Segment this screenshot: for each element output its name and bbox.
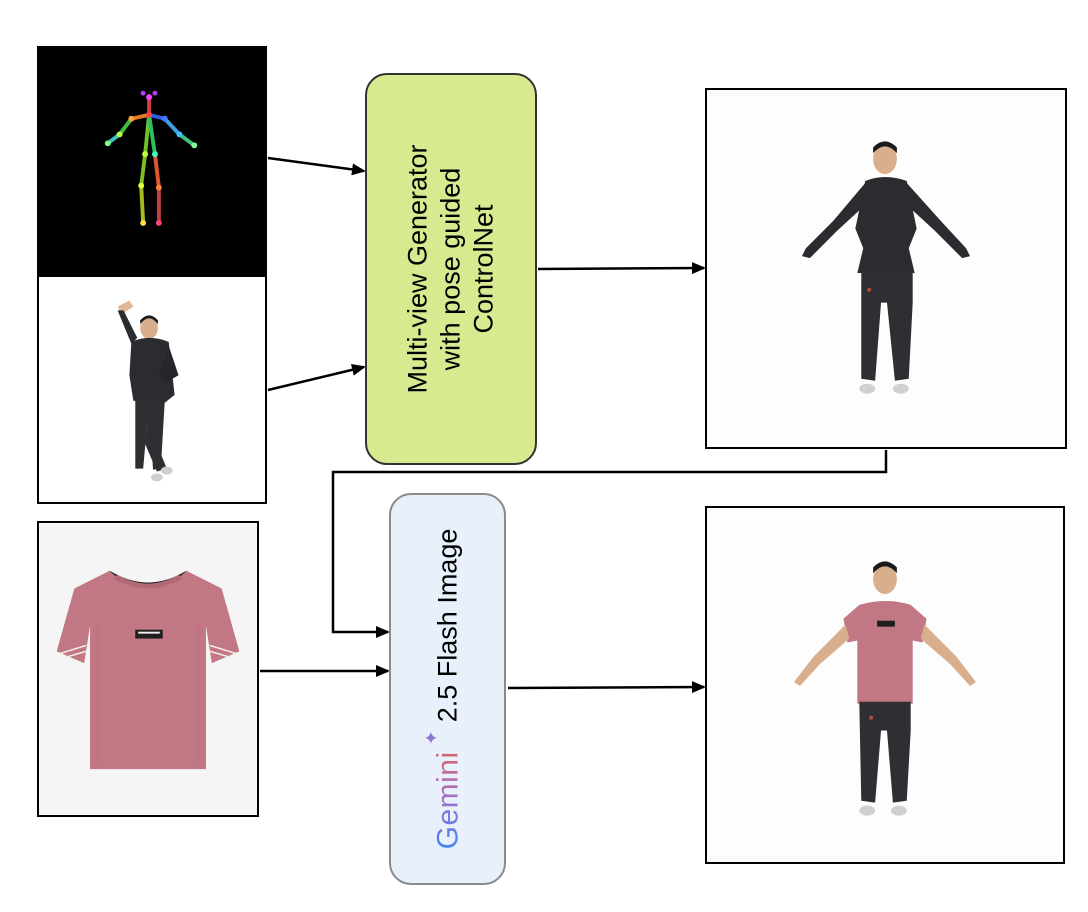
tryon-output-panel (705, 506, 1065, 864)
arrow-pose-to-generator (267, 156, 366, 176)
arrow-generator-to-tpose (537, 262, 706, 275)
arrow-person-to-generator (267, 363, 366, 392)
sparkle-icon: ✦ (421, 730, 441, 746)
generator-label-line-1: Multi-view Generator (402, 144, 433, 394)
pose-skeleton-panel (37, 46, 267, 276)
tpose-output-panel (705, 88, 1067, 449)
arrow-tpose-to-gemini (331, 450, 888, 638)
generator-label: Multi-view Generator with pose guided Co… (402, 144, 501, 393)
gemini-brand-text: Gemini (431, 751, 464, 850)
gemini-flash-image-node: Gemini ✦ 2.5 Flash Image (389, 493, 506, 885)
gemini-label: Gemini ✦ 2.5 Flash Image (421, 528, 464, 850)
tryon-output-image (707, 508, 1063, 862)
multi-view-generator-node: Multi-view Generator with pose guided Co… (365, 73, 537, 465)
pose-skeleton-image (39, 48, 265, 274)
tpose-output-image (707, 90, 1065, 447)
generator-label-line-2: with pose guided (435, 167, 466, 371)
pink-tshirt-image (39, 523, 257, 815)
gemini-model-text: 2.5 Flash Image (432, 528, 462, 723)
source-person-image (39, 277, 265, 502)
garment-panel (37, 521, 259, 817)
arrow-gemini-to-tryon (507, 681, 706, 694)
generator-label-line-3: ControlNet (468, 204, 499, 334)
source-person-panel (37, 275, 267, 504)
